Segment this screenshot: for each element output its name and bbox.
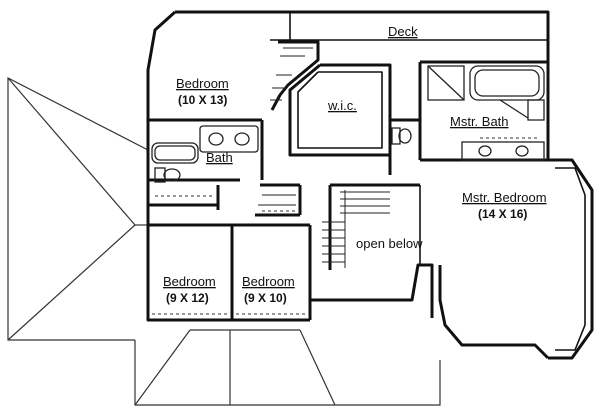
closet-shelves bbox=[152, 137, 540, 315]
bath-label: Bath bbox=[206, 150, 233, 165]
roof-outline-left bbox=[7, 77, 149, 341]
mstr-bedroom-label: Mstr. Bedroom bbox=[462, 190, 547, 205]
roof-outline-bottom bbox=[134, 329, 441, 406]
bedroom-top-label: Bedroom bbox=[176, 76, 229, 91]
stairs bbox=[258, 47, 390, 268]
bedroom-left-label: Bedroom bbox=[163, 274, 216, 289]
wic-label: w.i.c. bbox=[327, 98, 357, 113]
deck-outline bbox=[270, 12, 548, 41]
bedroom-top-dimensions: (10 X 13) bbox=[178, 93, 227, 107]
master-bath-fixtures bbox=[391, 65, 545, 161]
mstr-bath-label: Mstr. Bath bbox=[450, 114, 509, 129]
open-below-label: open below bbox=[356, 236, 423, 251]
bedroom-right-label: Bedroom bbox=[242, 274, 295, 289]
bath-fixtures bbox=[151, 125, 259, 183]
bedroom-left-dimensions: (9 X 12) bbox=[166, 291, 209, 305]
deck-label: Deck bbox=[388, 24, 418, 39]
mstr-bedroom-dimensions: (14 X 16) bbox=[478, 207, 527, 221]
bedroom-right-dimensions: (9 X 10) bbox=[244, 291, 287, 305]
